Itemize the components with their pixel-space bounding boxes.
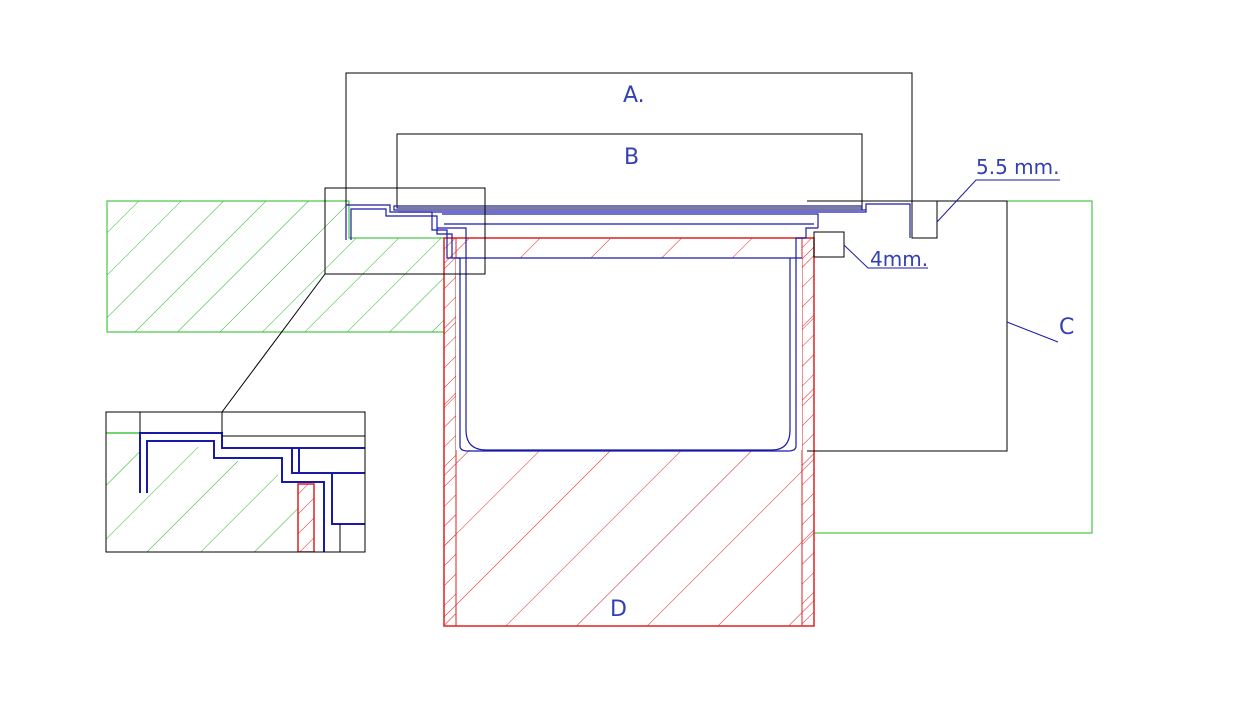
wall-d [443, 237, 815, 627]
label-c: C [1059, 315, 1074, 340]
detail-leader [221, 273, 326, 413]
dim-top-gap: 5.5 mm. [976, 155, 1060, 179]
detail-frame [324, 187, 486, 275]
frame-b [396, 133, 863, 209]
slab-right-outline [814, 200, 1093, 534]
label-d: D [610, 597, 627, 622]
frame-a [345, 72, 938, 239]
dim-leader-top [936, 179, 1060, 223]
zoom-inset [105, 411, 366, 553]
label-a: A. [623, 83, 645, 108]
box-c [807, 200, 1008, 452]
label-b: B [624, 145, 639, 170]
c-leader [1006, 321, 1059, 343]
gap-block [813, 231, 845, 258]
slab-left [106, 200, 445, 333]
blue-part [345, 203, 911, 452]
dim-side-gap: 4mm. [870, 247, 928, 271]
dim-leader-side [843, 244, 928, 269]
